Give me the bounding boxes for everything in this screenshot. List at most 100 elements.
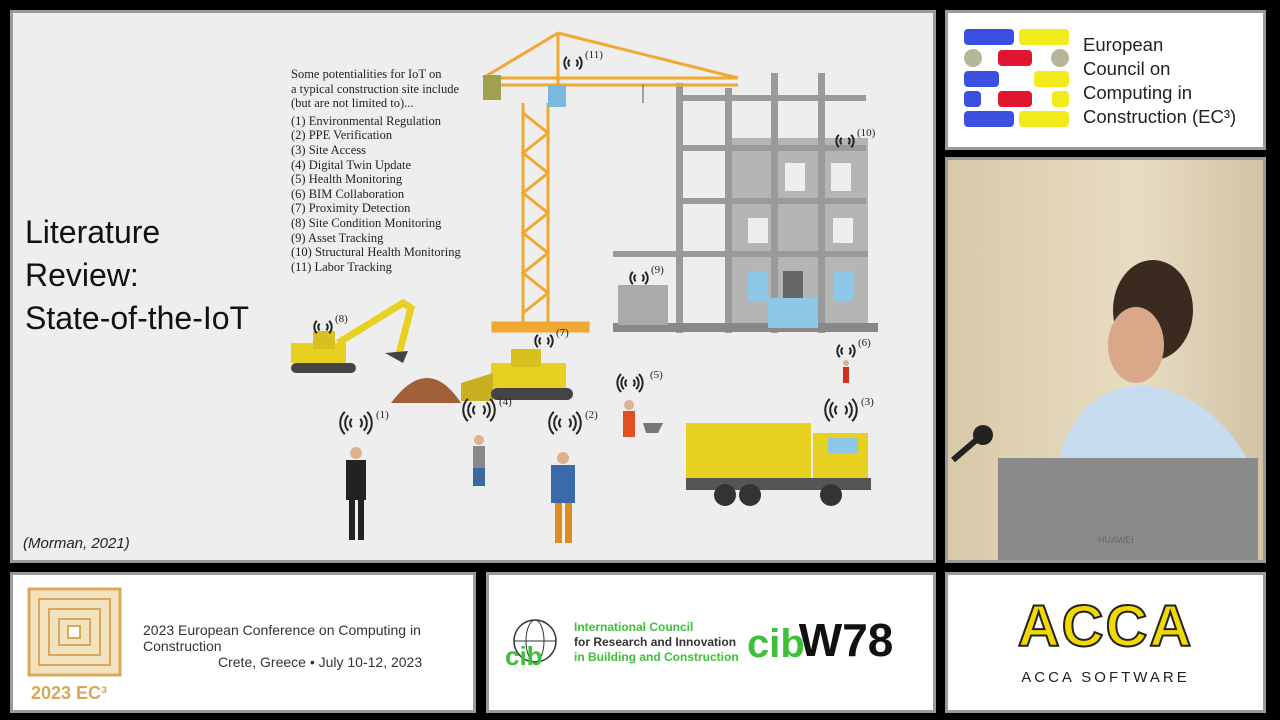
wireless-signal-icon [359,418,363,428]
ec3-logo-panel: European Council on Computing in Constru… [945,10,1266,150]
bulldozer [461,349,573,401]
iot-marker-label: (7) [556,327,569,339]
wireless-signal-icon [344,414,350,432]
wireless-signal-icon [549,334,554,348]
wireless-signal-icon [620,376,625,390]
wireless-signal-icon [575,58,579,68]
cib-logo-text: cib [505,641,543,671]
wireless-signal-icon [563,56,568,70]
speaker-scene: HUAWEI [951,260,1258,560]
iot-marker-label: (2) [585,409,598,421]
wireless-signal-icon [644,271,649,285]
ec3-line: Computing in [1083,82,1193,103]
ec3-line: Council on [1083,58,1171,79]
intro-line: Some potentialities for IoT on [291,67,442,81]
wireless-signal-icon [641,273,645,283]
speaker-video: HUAWEI [945,157,1266,563]
conference-logo-text: 2023 EC³ [31,683,108,703]
wireless-signal-icon [616,373,622,393]
ec3-line: Construction (EC³) [1083,106,1237,127]
building [613,73,878,333]
iot-list-item: (7) Proximity Detection [291,201,411,216]
wireless-signal-icon [553,414,559,432]
surveyor-figure [473,435,485,486]
cib-w78-logo: cibW78 [747,613,893,667]
wireless-signal-icon [635,376,640,390]
wireless-signal-icon [467,401,473,419]
acca-software-banner: ACCA ACCA SOFTWARE [945,572,1266,713]
iot-marker-label: (10) [857,127,876,139]
labyrinth-logo-icon [27,587,122,677]
wireless-signal-icon [575,411,582,435]
wireless-signal-icon [339,411,346,435]
wireless-signal-icon [366,411,373,435]
wireless-signal-icon [462,398,469,422]
wireless-signal-icon [548,411,555,435]
wireless-signal-icon [317,322,321,332]
wireless-signal-icon [836,344,841,358]
iot-marker-label: (11) [585,49,603,61]
wheelbarrow-worker [623,400,663,437]
conference-title: 2023 European Conference on Computing in… [143,622,421,654]
wireless-signal-icon [829,401,835,419]
wireless-signal-icon [847,136,851,146]
iot-list-item: (1) Environmental Regulation [291,113,441,128]
iot-marker-label: (8) [335,313,348,325]
excavator [291,298,416,373]
worker-figure [551,452,575,543]
iot-marker-label: (6) [858,337,871,349]
intro-line: (but are not limited to)... [291,96,414,111]
wireless-signal-icon [485,401,491,419]
title-line: Literature [25,214,161,250]
iot-list-item: (5) Health Monitoring [291,172,403,187]
construction-site-illustration [291,31,878,543]
wireless-signal-icon [632,378,636,388]
wireless-signal-icon [538,336,542,346]
wireless-signal-icon [328,320,333,334]
wireless-signal-icon [534,334,539,348]
title-line: State-of-the-IoT [25,300,250,336]
ec3-name: European Council on Computing in Constru… [1083,33,1236,129]
iot-list-item: (9) Asset Tracking [291,230,384,245]
businessman-figure [346,447,366,540]
wireless-signal-icon [840,346,844,356]
iot-marker-label: (9) [651,264,664,276]
iot-list: Some potentialities for IoT on a typical… [291,67,461,274]
iot-marker-label: (4) [499,396,512,408]
citation: (Morman, 2021) [23,535,130,552]
wireless-signal-icon [844,405,848,415]
acca-subtitle: ACCA SOFTWARE [1021,669,1190,686]
title-line: Review: [25,257,139,293]
iot-list-item: (8) Site Condition Monitoring [291,215,442,230]
dump-truck [686,423,871,506]
iot-list-item: (11) Labor Tracking [291,259,392,274]
cib-name: International Council for Research and I… [574,620,739,665]
intro-line: a typical construction site include [291,81,460,96]
wireless-signal-icon [567,58,571,68]
iot-list-item: (3) Site Access [291,142,366,157]
wireless-signal-icon [578,56,583,70]
tower-crane [482,31,739,333]
wireless-signal-icon [571,414,577,432]
wireless-signal-icon [568,418,572,428]
wireless-signal-icon [851,344,856,358]
wireless-signal-icon [325,322,329,332]
wireless-signal-icon [824,398,831,422]
iot-marker-label: (5) [650,369,663,381]
acca-logo: ACCA [1017,593,1194,660]
wireless-signal-icon [835,134,840,148]
wireless-signal-icon [482,405,486,415]
wireless-signal-icon [847,401,853,419]
laptop-brand: HUAWEI [1098,535,1134,545]
iot-list-item: (4) Digital Twin Update [291,157,412,172]
iot-marker-label: (1) [376,409,389,421]
cib-line: for Research and Innovation [574,635,737,649]
conference-banner: 2023 EC³ 2023 European Conference on Com… [10,572,476,713]
presentation-slide: Literature Review: State-of-the-IoT Some… [10,10,936,563]
wireless-signal-icon [629,271,634,285]
wireless-signal-icon [624,378,628,388]
small-worker [843,360,849,383]
dirt-pile [391,378,461,403]
wireless-signal-icon [834,405,838,415]
iot-list-item: (6) BIM Collaboration [291,186,405,201]
